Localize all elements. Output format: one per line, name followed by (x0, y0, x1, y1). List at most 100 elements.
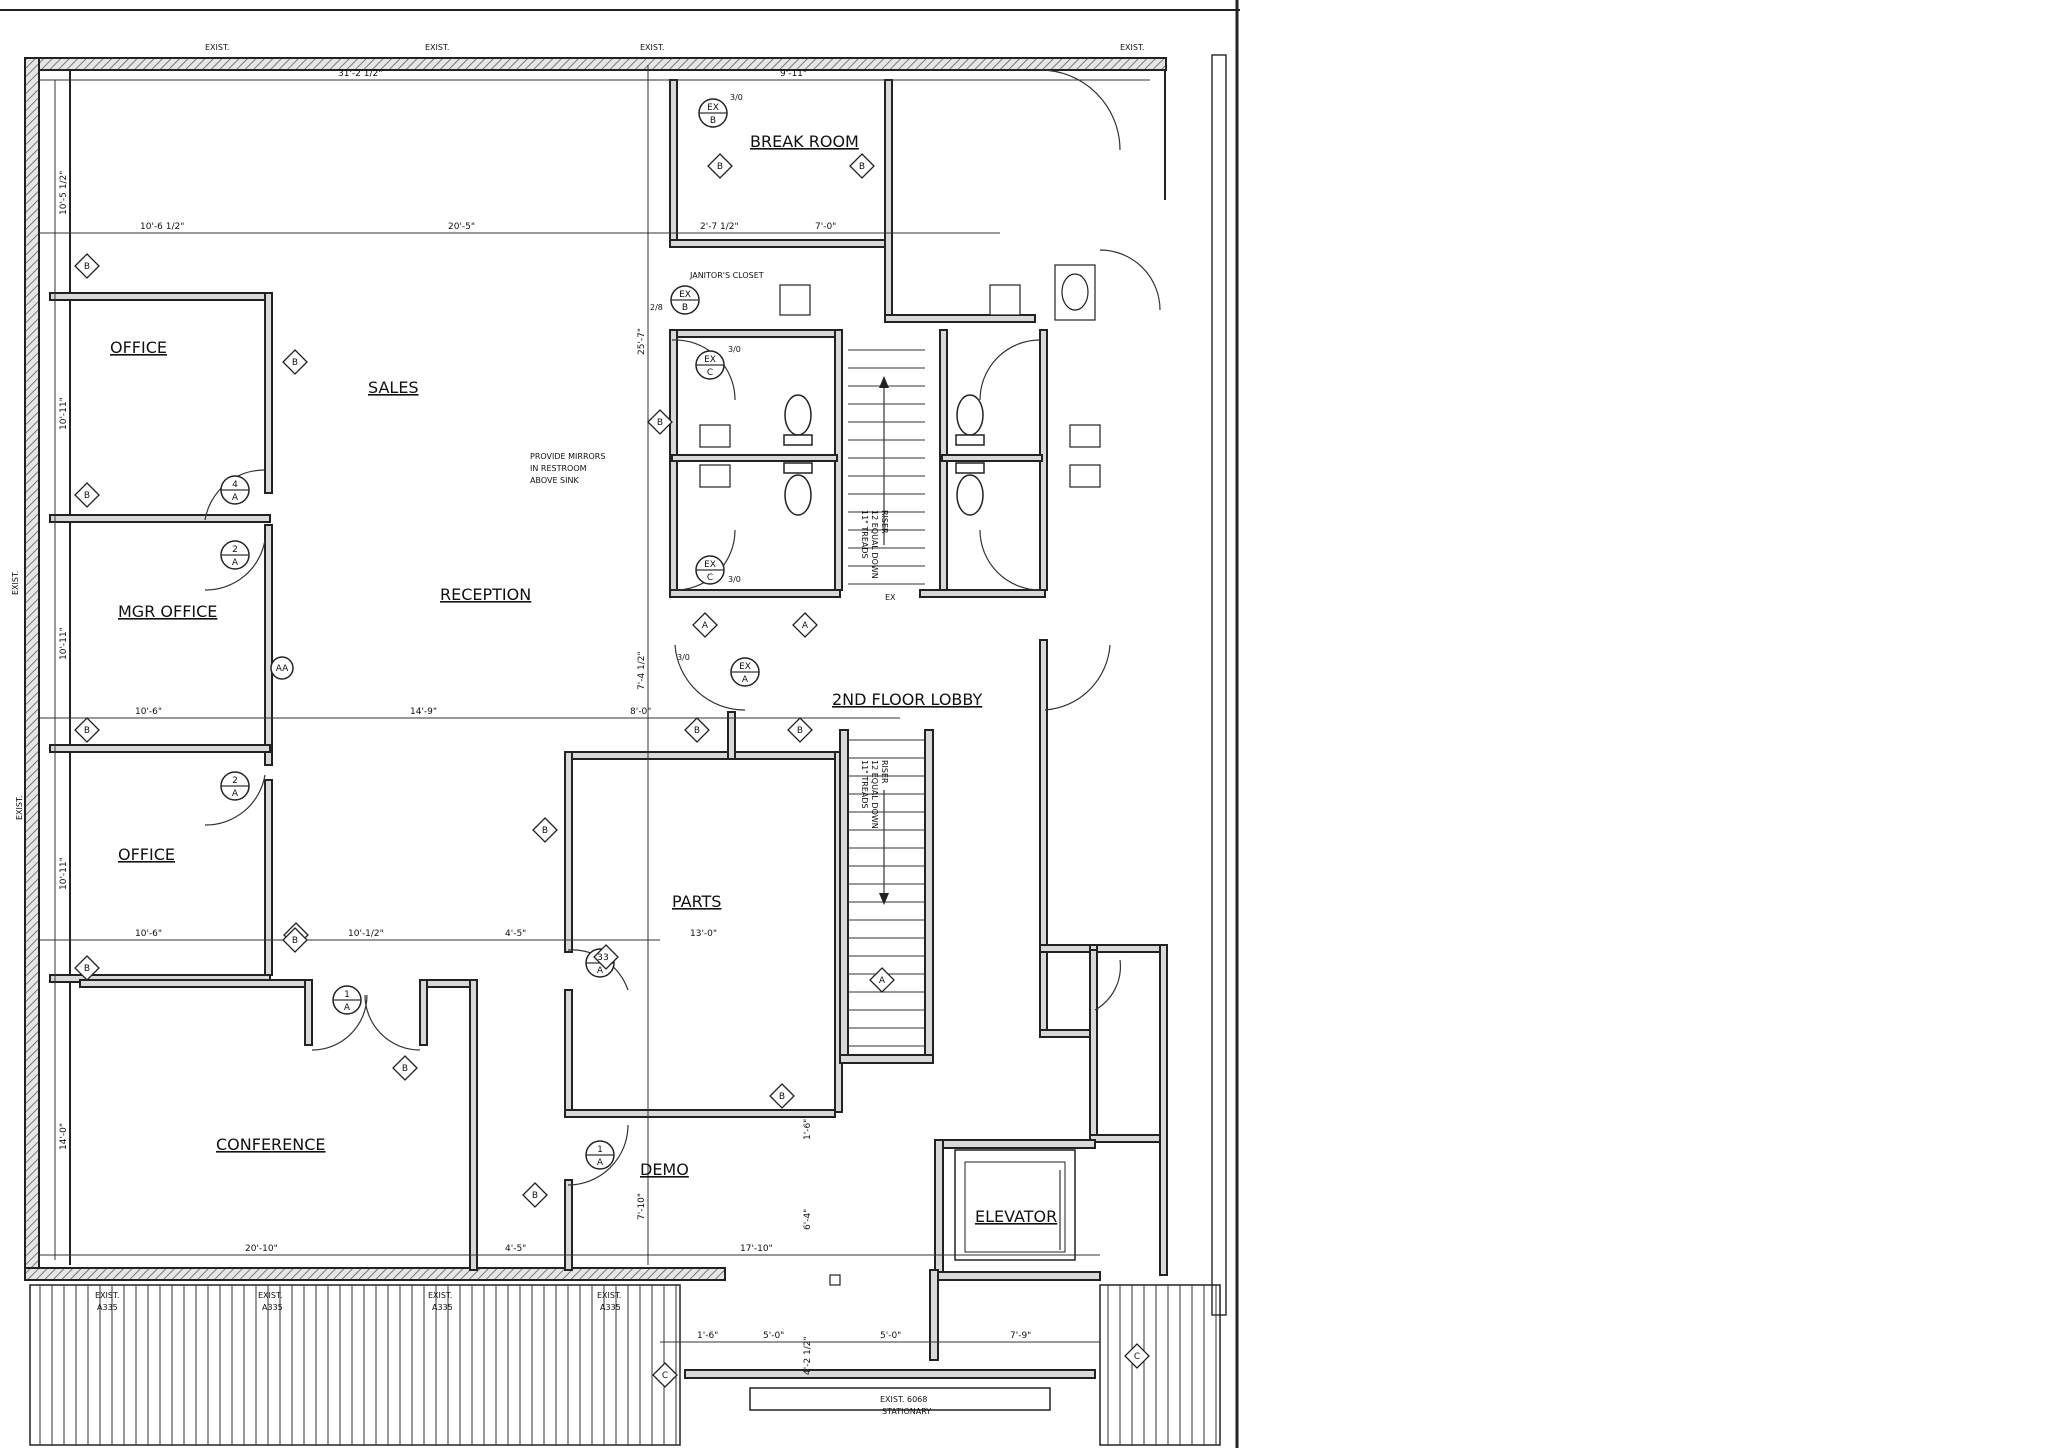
exist-label-top-2: EXIST. (425, 43, 449, 52)
wall-type-tags: BBBBBBBBBBBBBAAACCBB3B (74, 153, 1150, 1388)
wall-tag-diamond (74, 253, 100, 279)
wall-tag-letter: B (84, 491, 90, 501)
exist-label-top-1: EXIST. (205, 43, 229, 52)
door-tag-1-num: 4 (232, 480, 238, 490)
room-label-janitors-closet: JANITOR'S CLOSET (689, 271, 764, 280)
door-tag-2-let: A (232, 558, 239, 568)
door-tag-ex5-size: 3/0 (677, 653, 690, 662)
wall-tag-letter: C (1134, 1352, 1140, 1362)
room-label-mgr-office: MGR OFFICE (118, 602, 217, 621)
dimension-lines (40, 65, 1150, 1343)
wall-tag-letter: B (657, 418, 663, 428)
door-tags (220, 98, 760, 1170)
dim-v04: 10'-11" (59, 857, 69, 890)
wall-tag-diamond (849, 153, 875, 179)
room-label-office-bottom: OFFICE (118, 845, 175, 864)
room-label-break-room: BREAK ROOM (750, 132, 859, 151)
elevator-car (954, 1149, 1076, 1261)
toilets (783, 394, 985, 516)
room-label-parts: PARTS (672, 892, 721, 911)
door-tag-4-num: 1 (344, 990, 350, 1000)
wall-tag-diamond (532, 817, 558, 843)
door-tag-ex3-size: 3/0 (728, 345, 741, 354)
dim-d11: 10'-1/2" (348, 929, 384, 939)
door-tag-ex1-size: 3/0 (730, 93, 743, 102)
dim-v02: 10'-11" (59, 397, 69, 430)
dim-d15: 4'-5" (505, 1244, 526, 1254)
exist-label-bottom-2b: A335 (262, 1303, 283, 1312)
room-label-reception: RECEPTION (440, 585, 531, 604)
room-label-demo: DEMO (640, 1160, 689, 1179)
dim-d04: 20'-5" (448, 222, 475, 232)
sheet-edge (1211, 54, 1227, 1316)
dim-d01: 31'-2 1/2" (338, 69, 382, 79)
dim-v06: 25'-7" (637, 328, 647, 355)
wall-tag-diamond (74, 482, 100, 508)
room-label-sales: SALES (368, 378, 419, 397)
wall-tag-diamond (282, 927, 308, 953)
note-ex: EX (885, 593, 896, 602)
exterior-deck (29, 1284, 1221, 1446)
exist-label-top-4: EXIST. (1120, 43, 1144, 52)
exist-label-left-2: EXIST. (15, 796, 24, 820)
wall-tag-letter: B (292, 936, 298, 946)
dim-d07: 10'-6" (135, 707, 162, 717)
wall-tag-diamond (869, 967, 895, 993)
wall-tag-letter: B (859, 162, 865, 172)
door-tag-ex1-bot: B (710, 116, 716, 126)
window-frame (749, 1274, 1051, 1411)
wall-tag-diamond (787, 717, 813, 743)
wall-tag-letter: B (532, 1191, 538, 1201)
dim-d19: 5'-0" (880, 1331, 901, 1341)
door-tag-6-let: A (597, 1158, 604, 1168)
dim-v03: 10'-11" (59, 627, 69, 660)
wall-tag-diamond (593, 944, 619, 970)
wall-tag-letter: 3 (603, 953, 609, 963)
exist-label-bottom-1b: A335 (97, 1303, 118, 1312)
stair-arrows (879, 376, 889, 905)
door-tag-4-let: A (344, 1003, 351, 1013)
wall-tag-diamond (1124, 1343, 1150, 1369)
note-exist-window-2: STATIONARY (882, 1407, 931, 1416)
dim-d20: 7'-9" (1010, 1331, 1031, 1341)
wall-tag-diamond (647, 409, 673, 435)
door-swings (204, 69, 1161, 1186)
wall-tag-letter: B (292, 358, 298, 368)
note-stair-2c: RISER (880, 760, 889, 784)
exterior-walls (24, 57, 1167, 1281)
wall-tag-diamond (692, 612, 718, 638)
door-tag-3-num: 2 (232, 776, 238, 786)
note-stair-1c: RISER (880, 510, 889, 534)
door-tag-ex3-bot: C (707, 368, 713, 378)
door-tag-ex2-top: EX (679, 290, 691, 300)
door-tag-ex2-size: 2/8 (650, 303, 663, 312)
wall-tag-diamond (707, 153, 733, 179)
note-mirrors-3: ABOVE SINK (530, 476, 579, 485)
wall-tag-diamond (792, 612, 818, 638)
wall-tag-letter: B (717, 162, 723, 172)
room-label-lobby: 2ND FLOOR LOBBY (832, 690, 983, 709)
dim-d14: 20'-10" (245, 1244, 278, 1254)
wall-tag-diamond (74, 717, 100, 743)
wall-tag-letter: B (779, 1092, 785, 1102)
wall-tag-diamond (282, 349, 308, 375)
dim-d06: 7'-0" (815, 222, 836, 232)
dim-v09: 6'-4" (803, 1209, 813, 1230)
room-label-elevator: ELEVATOR (975, 1207, 1057, 1226)
dim-v01: 10'-5 1/2" (59, 171, 69, 215)
wall-tag-letter: B (694, 726, 700, 736)
stair-upper (848, 349, 925, 585)
room-label-conference: CONFERENCE (216, 1135, 326, 1154)
door-tag-5-let: A (597, 966, 604, 976)
dim-d08: 14'-9" (410, 707, 437, 717)
dim-d13: 13'-0" (690, 929, 717, 939)
door-tag-ex3-top: EX (704, 355, 716, 365)
wall-tag-diamond (74, 955, 100, 981)
door-tag-5-num: 3 (597, 953, 603, 963)
wall-tag-diamond (769, 1083, 795, 1109)
exist-label-bottom-4b: A335 (600, 1303, 621, 1312)
door-tag-ex5-bot: A (742, 675, 749, 685)
door-tag-aa: AA (276, 664, 289, 674)
dim-d12: 4'-5" (505, 929, 526, 939)
